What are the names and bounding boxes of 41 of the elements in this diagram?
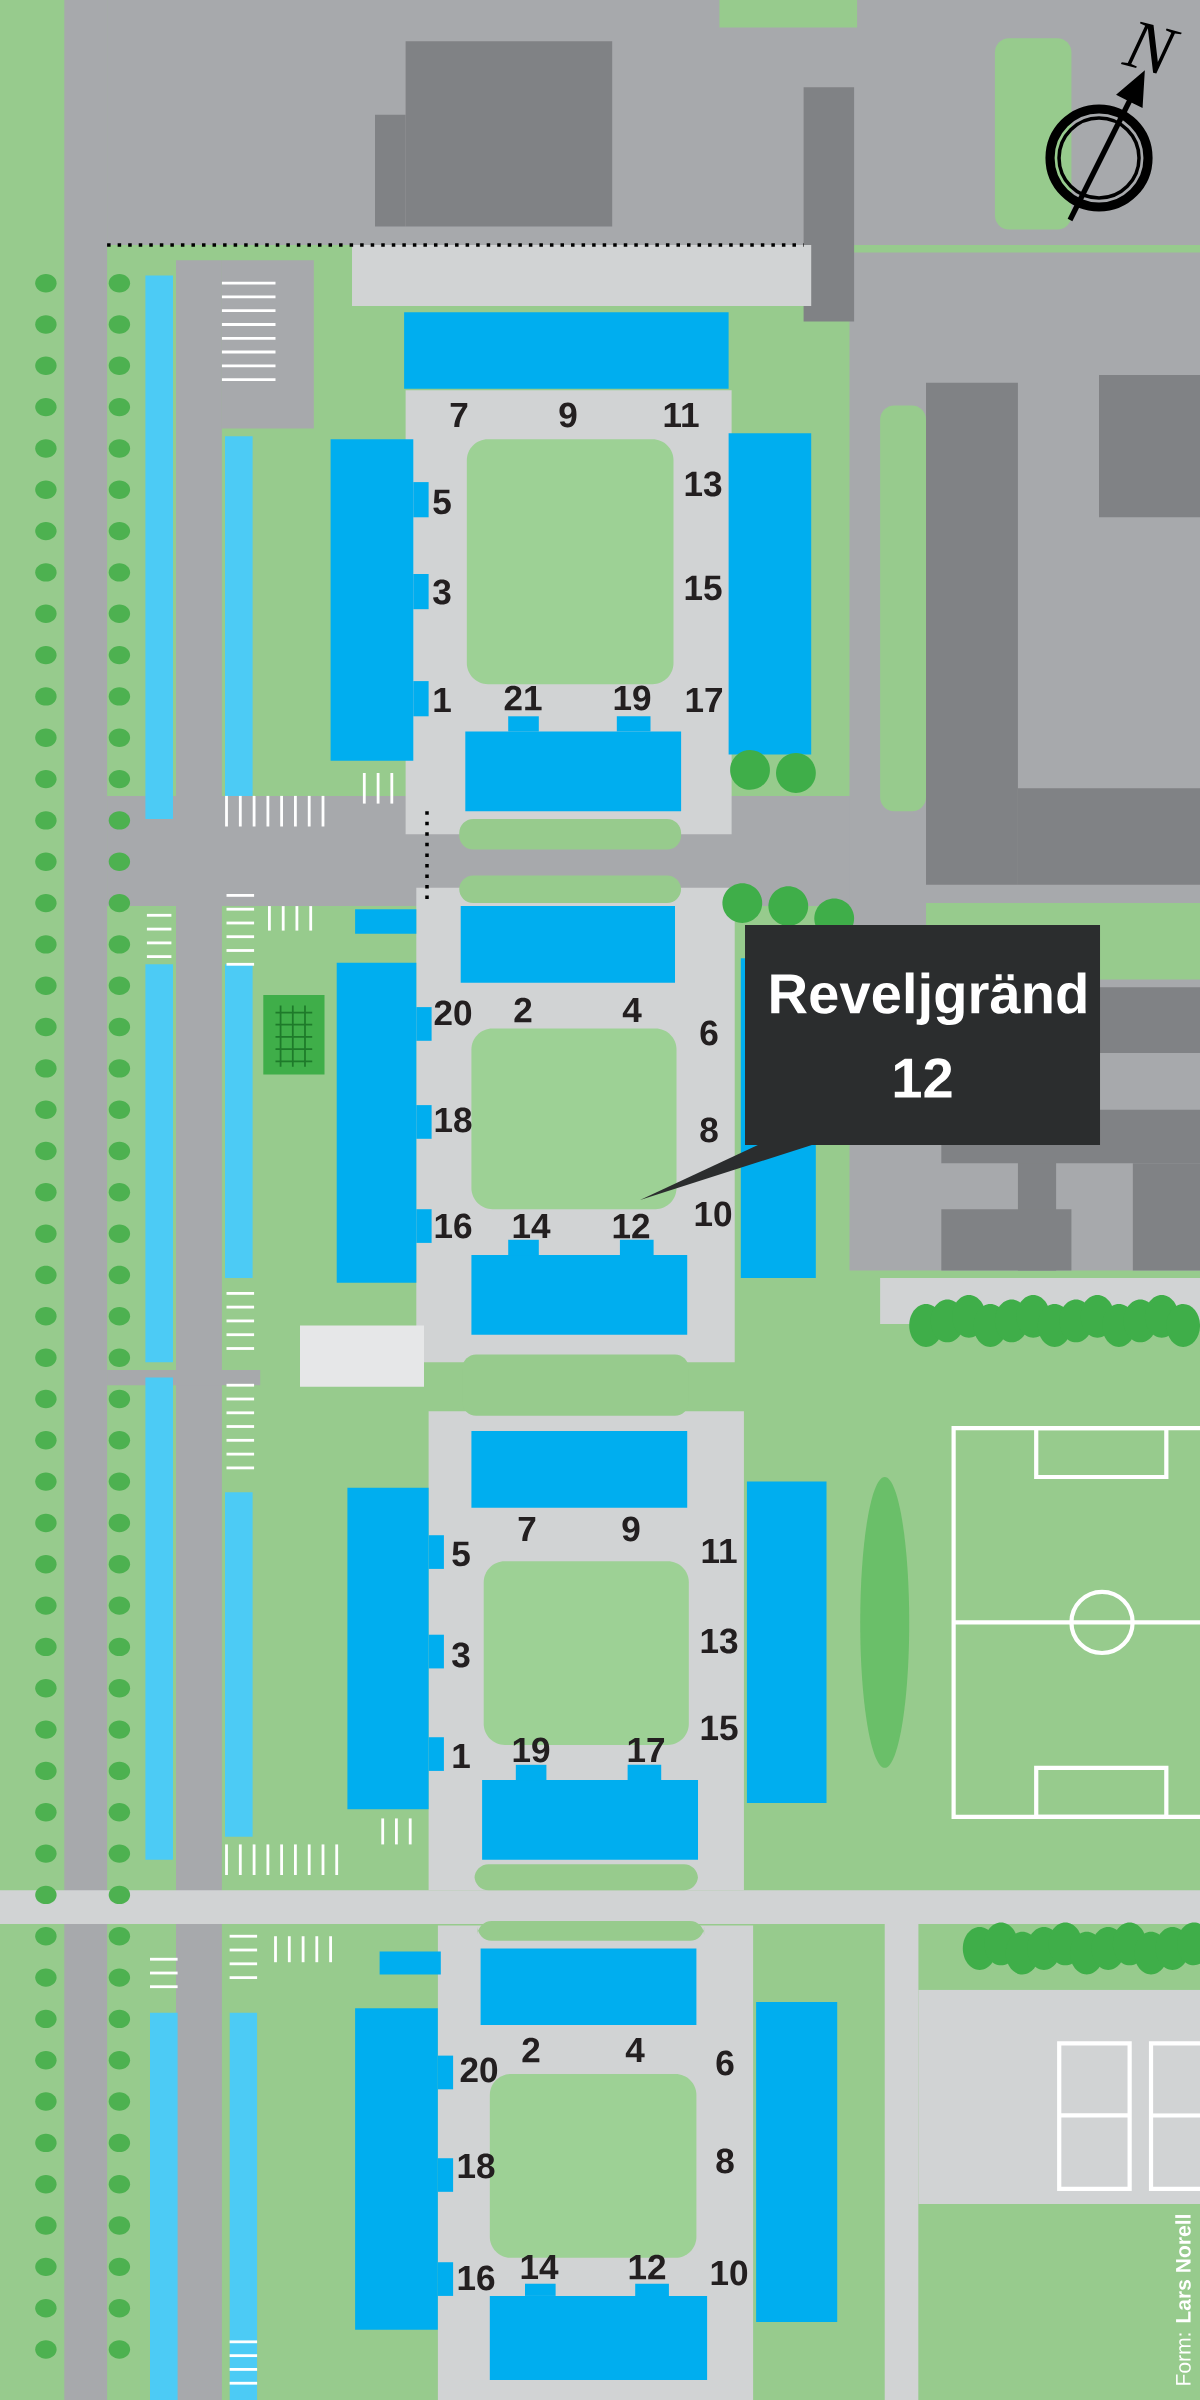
house-number: 11: [664, 402, 699, 428]
house-number: 5: [433, 489, 451, 515]
house-number: 4: [625, 2037, 645, 2063]
house-number: 5: [452, 1541, 470, 1567]
house-number: 7: [450, 402, 468, 428]
house-number: 8: [716, 2148, 734, 2174]
house-number: 17: [686, 687, 723, 713]
house-number: 1: [434, 687, 451, 713]
house-number: 12: [629, 2254, 666, 2280]
house-number: 12: [613, 1213, 650, 1239]
house-number: 15: [701, 1715, 738, 1741]
house-number: 19: [513, 1737, 550, 1763]
house-number: 7: [518, 1516, 536, 1542]
house-number: 20: [434, 1000, 472, 1026]
house-number: 1: [453, 1743, 470, 1769]
north-label: N: [1120, 21, 1182, 74]
house-number: 9: [622, 1516, 640, 1542]
credit-text: Form: Lars Norell: [1175, 2215, 1191, 2385]
house-number: 6: [716, 2050, 734, 2076]
house-number: 17: [628, 1737, 665, 1763]
house-number: 3: [433, 579, 451, 605]
house-number: 18: [458, 2153, 495, 2179]
house-number: 11: [702, 1538, 737, 1564]
house-number: 10: [695, 1201, 732, 1227]
house-number: 19: [614, 685, 651, 711]
house-number: 14: [513, 1213, 551, 1239]
house-number: 2: [514, 997, 532, 1023]
house-number: 9: [559, 402, 577, 428]
house-number: 13: [701, 1628, 738, 1654]
house-number: 21: [504, 685, 542, 711]
house-number: 20: [460, 2057, 498, 2083]
house-number: 3: [452, 1642, 470, 1668]
house-number: 4: [622, 997, 642, 1023]
house-number: 16: [458, 2265, 495, 2291]
house-number: 13: [685, 471, 722, 497]
house-number: 16: [435, 1213, 472, 1239]
house-number: 14: [521, 2254, 559, 2280]
house-number: 18: [435, 1107, 472, 1133]
house-number: 10: [711, 2260, 748, 2286]
house-number: 2: [522, 2037, 540, 2063]
house-number: 15: [685, 575, 722, 601]
